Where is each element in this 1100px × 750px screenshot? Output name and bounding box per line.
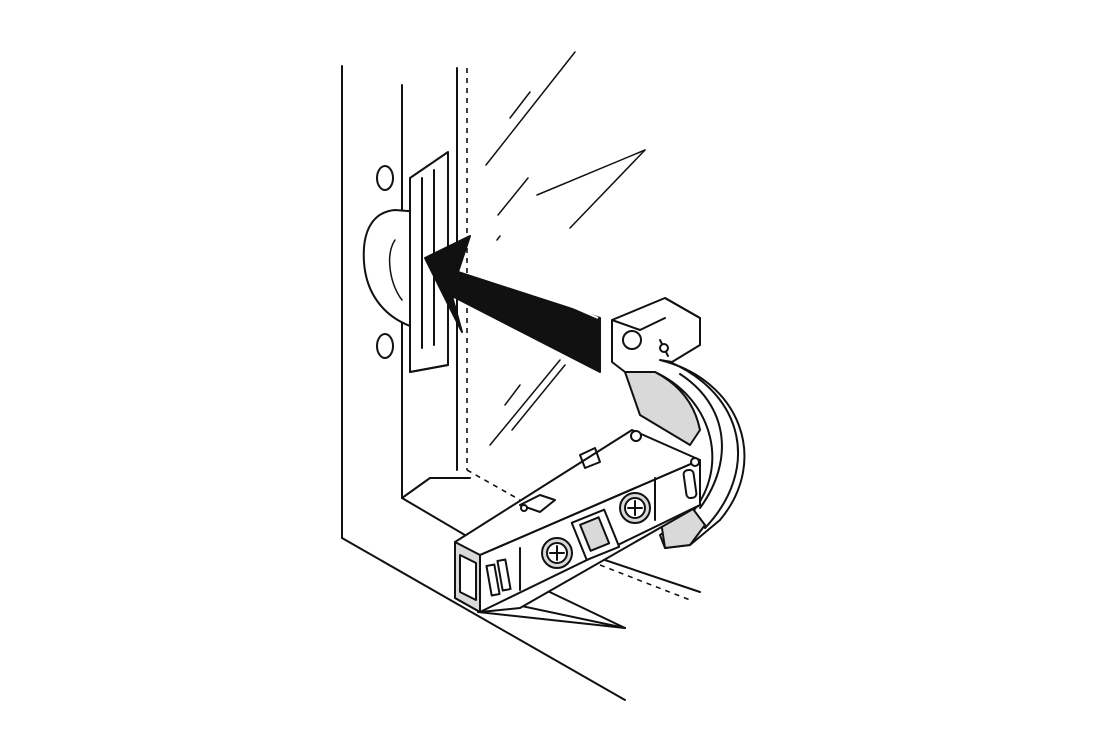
screw-icon	[619, 492, 651, 524]
upper-screw-hole	[376, 165, 394, 191]
hinge-body	[454, 429, 701, 613]
cabinet-bottom-frame	[401, 477, 701, 629]
cup-flange	[362, 209, 421, 327]
lower-screw-hole	[376, 333, 394, 359]
end-slot	[459, 554, 477, 601]
glass-reflection-lines	[485, 51, 646, 446]
screw-icon	[541, 537, 573, 569]
arm-pivot-hole	[622, 330, 642, 350]
hinge-cup	[362, 151, 449, 373]
direction-arrow-icon	[424, 235, 601, 373]
glass-door	[456, 51, 691, 601]
